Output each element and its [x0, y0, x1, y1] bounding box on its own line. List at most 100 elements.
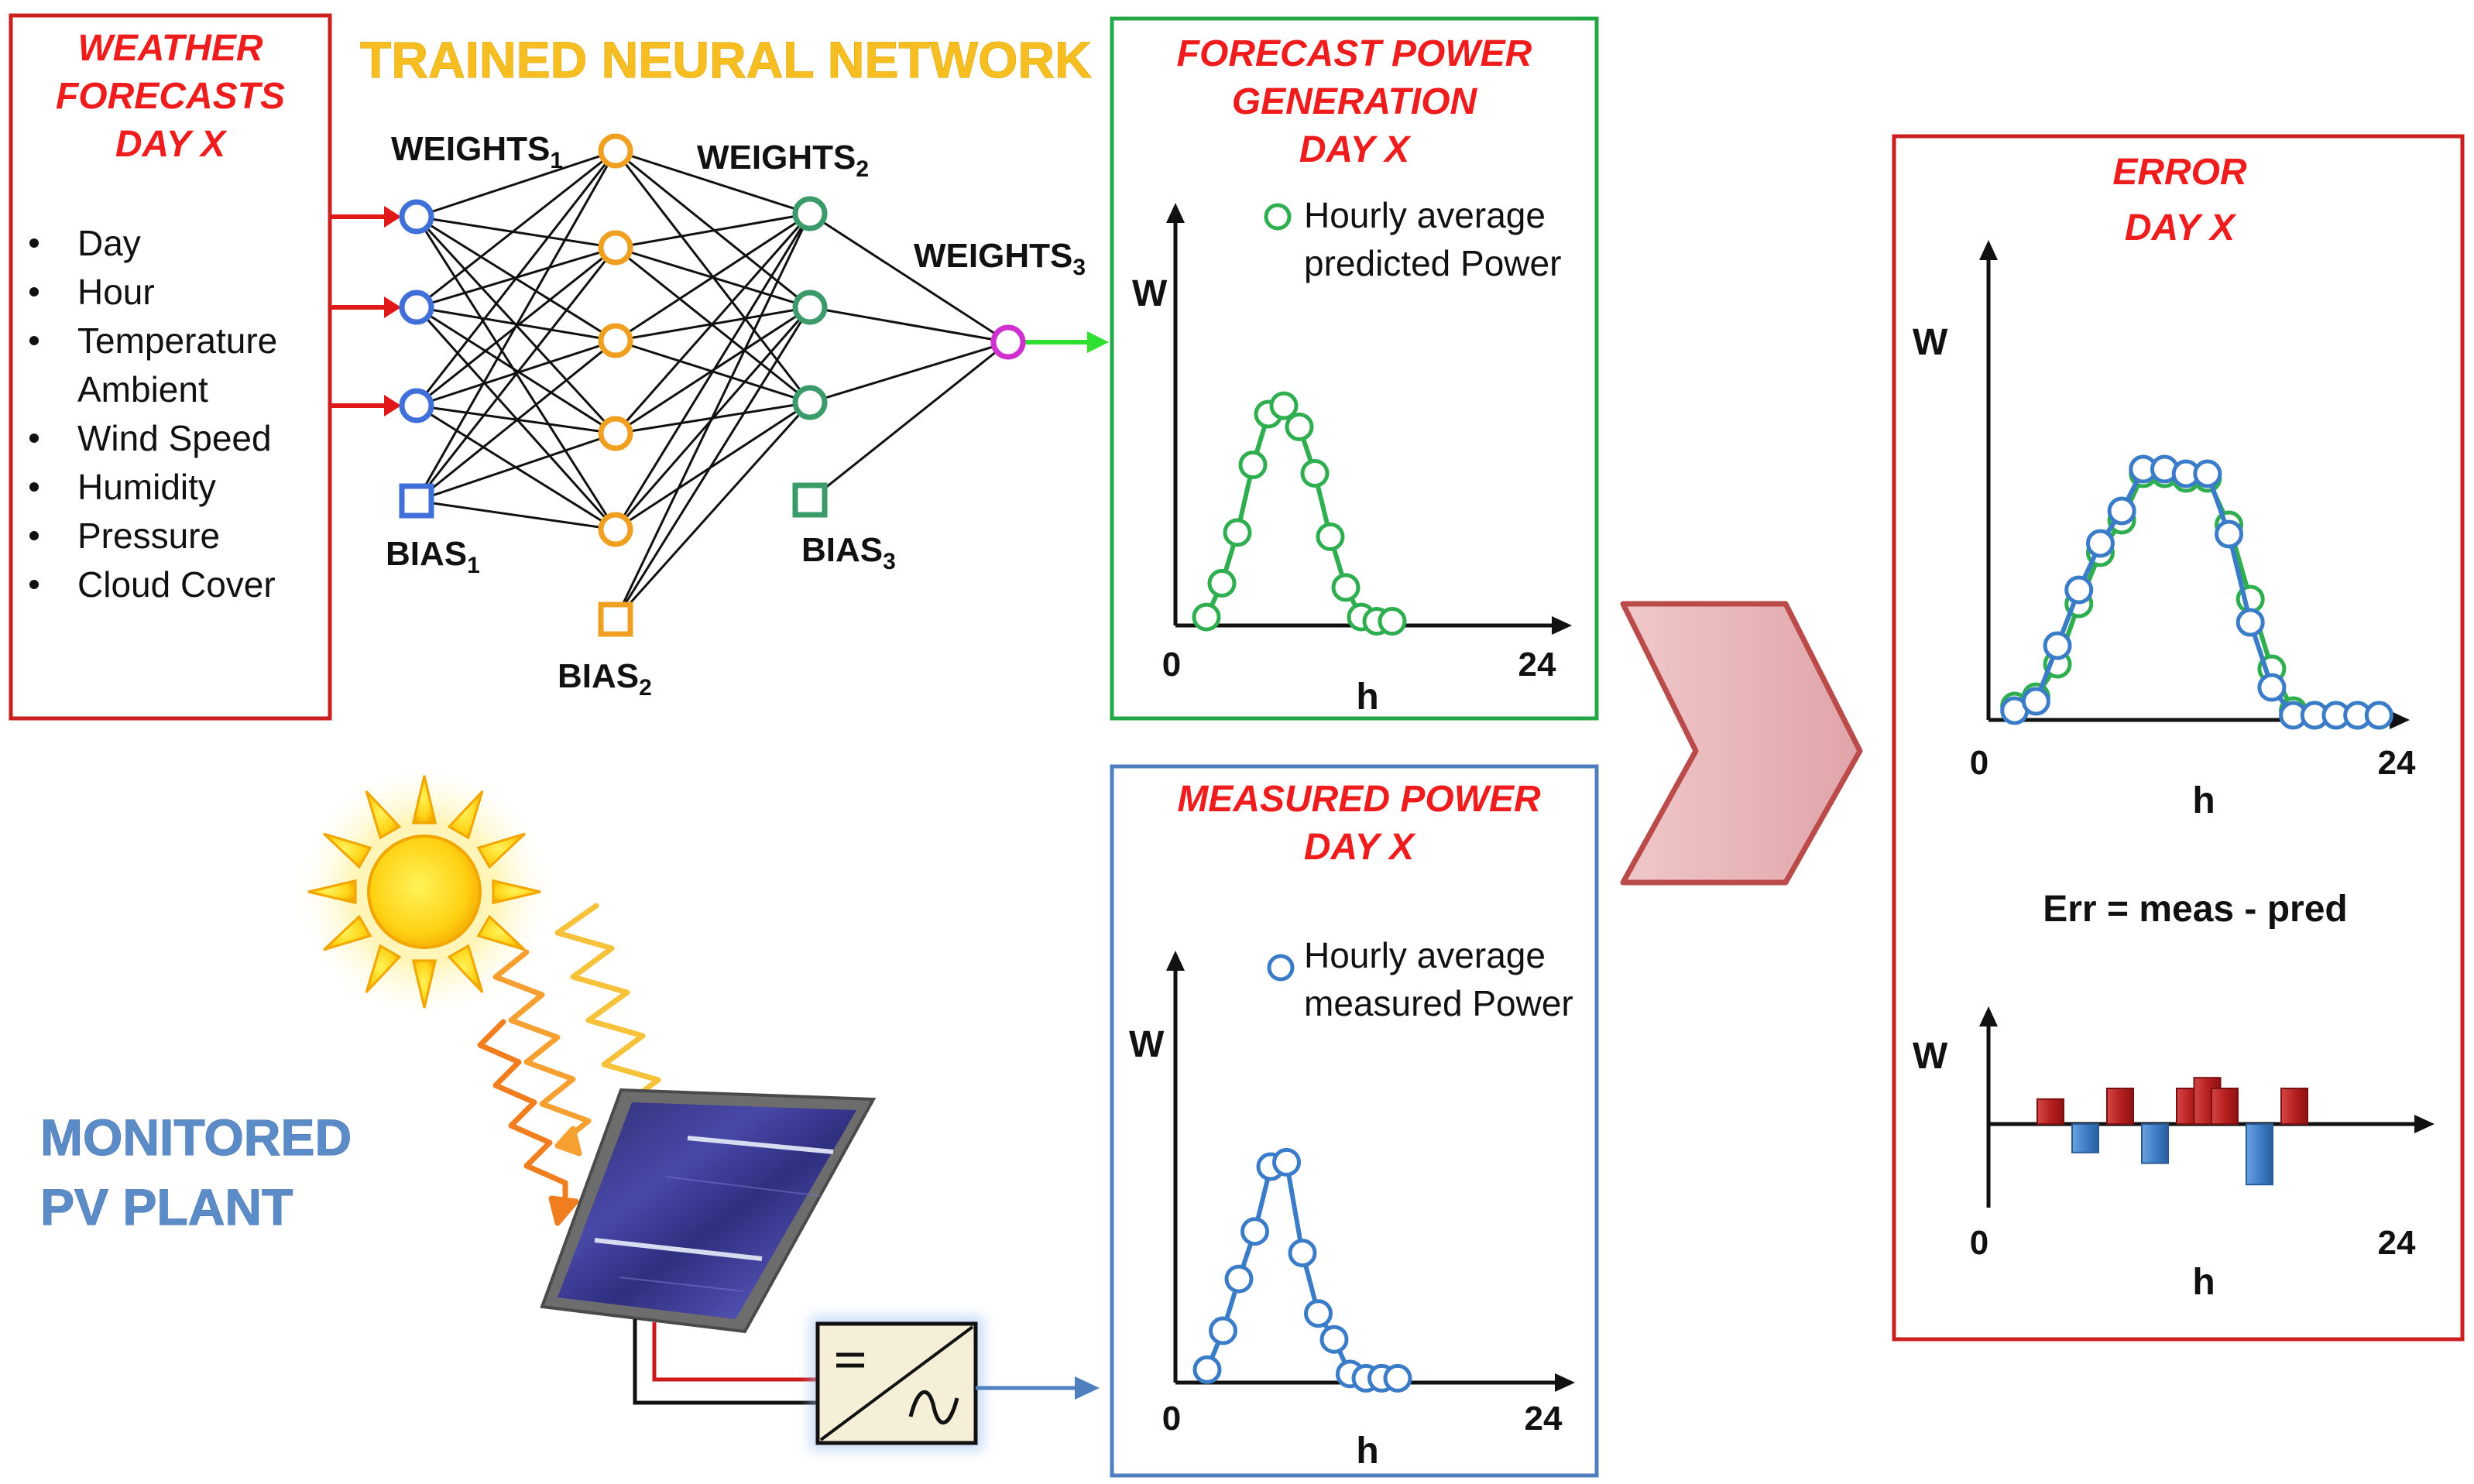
measured-chart — [1166, 951, 1575, 1393]
sun-ray — [492, 879, 541, 905]
sun-ray — [447, 790, 484, 840]
error-measured-series-point — [2021, 687, 2050, 716]
forecast-title-line-1: FORECAST POWER — [1177, 33, 1532, 74]
errbar-x-axis-arrow — [2414, 1115, 2435, 1133]
measured-x-axis-label: h — [1356, 1431, 1378, 1472]
pv-plant-title-line-2: PV PLANT — [40, 1178, 293, 1236]
sun-ray — [411, 775, 437, 824]
nn-input-node — [399, 199, 434, 235]
error-panel: ERROR DAY X W 0 24 h Err = meas - pred W… — [1892, 134, 2465, 1342]
weather-item-cloud-cover: Cloud Cover — [77, 564, 276, 605]
pv-panel-icon — [540, 1088, 877, 1334]
nn-connection-line — [415, 150, 617, 502]
forecast-x-start-label: 0 — [1162, 646, 1181, 684]
measured-legend-marker — [1267, 954, 1295, 982]
nn-connection-line — [416, 306, 616, 435]
nn-connection-line — [809, 341, 1009, 404]
measured-y-axis-arrow — [1166, 951, 1185, 971]
light-wave-3 — [477, 1019, 568, 1211]
nn-input-node-highlight — [407, 298, 418, 309]
weather-item-hour: Hour — [77, 272, 155, 312]
measured-x-axis-arrow — [1555, 1373, 1575, 1392]
measured-title-line-2: DAY X — [1304, 827, 1416, 868]
forecast-legend-line-1: Hourly average — [1304, 195, 1546, 235]
error-measured-series-point — [2236, 608, 2265, 637]
nn-connection-line — [416, 499, 616, 531]
error-y-axis-arrow — [1979, 240, 1998, 260]
nn-hidden2-node — [792, 385, 828, 420]
light-wave-2 — [492, 949, 592, 1149]
nn-input-arrow-head — [384, 206, 401, 228]
forecast-series-point — [1192, 602, 1221, 632]
pv-cables — [633, 1319, 818, 1405]
error-bar-x-axis-label: h — [2192, 1262, 2215, 1303]
nn-hidden2-node-highlight — [801, 204, 812, 215]
weather-title-line-1: WEATHER — [77, 28, 262, 69]
measured-power-panel: MEASURED POWER DAY X Hourly average meas… — [1110, 764, 1599, 1478]
sun-rays — [307, 775, 541, 1009]
inverter-ac-symbol — [908, 1390, 959, 1424]
error-formula: Err = meas - pred — [2043, 889, 2348, 930]
pv-panel-texture — [665, 1176, 822, 1197]
nn-input-node — [399, 388, 434, 423]
measured-series-point — [1209, 1316, 1237, 1345]
forecast-series-point — [1238, 451, 1268, 480]
measured-series-point — [1383, 1363, 1412, 1393]
forecast-chart — [1166, 203, 1572, 636]
error-measured-series-point — [2364, 701, 2393, 730]
nn-input-arrow-head — [384, 296, 401, 318]
nn-hidden1-node-highlight — [606, 520, 617, 531]
error-x-axis-label: h — [2192, 780, 2215, 821]
forecast-series-point — [1331, 573, 1361, 602]
nn-nodes — [399, 133, 1026, 637]
errbar-negative-bar — [2141, 1123, 2169, 1164]
nn-hidden2-node-highlight — [801, 298, 812, 309]
inverter-diagonal — [819, 1325, 974, 1441]
error-measured-series-point — [2107, 496, 2136, 526]
forecast-x-axis-label: h — [1356, 677, 1378, 718]
forecast-series-point — [1207, 568, 1237, 598]
error-x-axis-arrow — [2390, 711, 2410, 729]
errbar-negative-bar — [2071, 1123, 2099, 1153]
bullet-icon — [29, 531, 39, 540]
bullet-icon — [29, 336, 39, 345]
nn-output-node-highlight — [999, 333, 1010, 344]
nn-connection-line — [416, 432, 616, 502]
weather-forecasts-panel: WEATHER FORECASTS DAY X Day Hour Tempera… — [9, 13, 332, 721]
nn-hidden1-node — [598, 512, 633, 547]
forecast-y-axis-label: W — [1132, 273, 1168, 314]
error-title-line-2: DAY X — [2125, 207, 2237, 248]
nn-bias1-node — [399, 483, 434, 519]
forecast-series-point — [1269, 391, 1299, 420]
nn-hidden1-node-highlight — [606, 331, 617, 342]
nn-hidden1-node — [598, 323, 633, 358]
bullet-icon — [29, 287, 39, 296]
errbar-positive-bar — [2037, 1098, 2064, 1126]
measured-title-line-1: MEASURED POWER — [1177, 779, 1541, 820]
error-comparison-chart — [1979, 240, 2410, 730]
forecast-series-point — [1223, 518, 1252, 547]
error-x-end-label: 24 — [2378, 744, 2416, 782]
nn-input-node-highlight — [407, 207, 418, 218]
forecast-x-axis-arrow — [1552, 616, 1572, 635]
errbar-y-axis-arrow — [1979, 1006, 1998, 1026]
positive-cable — [652, 1322, 818, 1382]
nn-connection-line — [614, 401, 812, 621]
weather-title-line-3: DAY X — [115, 124, 228, 165]
bullet-icon — [29, 238, 39, 248]
forecast-series-point — [1285, 412, 1314, 441]
nn-bias3-node — [792, 482, 828, 518]
weights-1-label: WEIGHTS1 — [391, 130, 563, 173]
measured-legend-line-2: measured Power — [1304, 983, 1573, 1023]
process-arrow-icon — [1620, 601, 1863, 886]
neural-network-title: TRAINED NEURAL NETWORK — [360, 31, 1092, 88]
nn-hidden1-node — [598, 133, 633, 169]
sun-ray — [323, 832, 372, 869]
nn-connection-line — [614, 213, 812, 620]
forecast-legend-line-2: predicted Power — [1304, 243, 1561, 283]
error-measured-series-point — [2043, 631, 2072, 660]
nn-connection-line — [614, 213, 812, 434]
errbar-negative-bar — [2246, 1123, 2273, 1186]
nn-connection-line — [416, 215, 616, 249]
forecast-title-line-3: DAY X — [1299, 129, 1412, 170]
